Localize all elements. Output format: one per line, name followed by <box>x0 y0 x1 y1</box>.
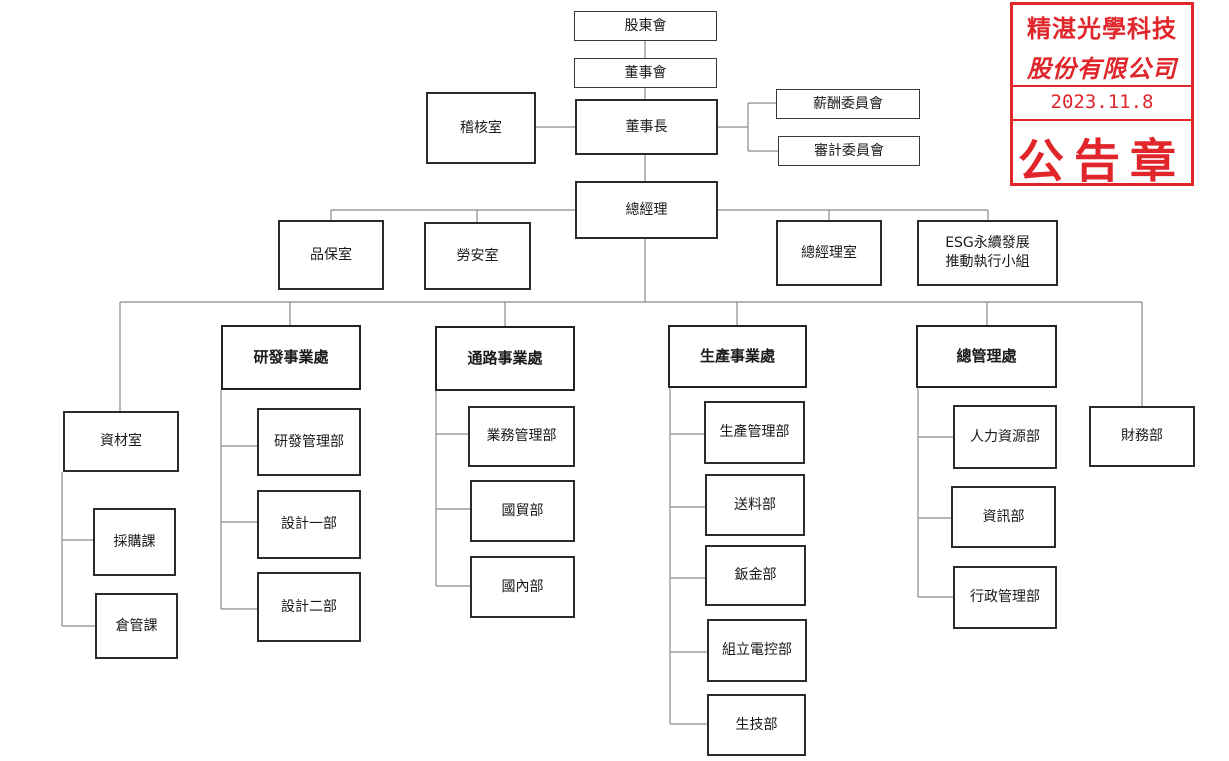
seal-divider <box>1013 119 1191 121</box>
general-administration-division-box: 總管理處 <box>916 325 1057 388</box>
rd-management-dept-box: 研發管理部 <box>257 408 361 476</box>
administration-management-dept-box: 行政管理部 <box>953 566 1057 629</box>
audit-office-box: 稽核室 <box>426 92 536 164</box>
information-dept-box: 資訊部 <box>951 486 1056 548</box>
domestic-dept-box: 國內部 <box>470 556 575 618</box>
seal-company-line-1: 精湛光學科技 <box>1027 14 1177 43</box>
channel-division-box: 通路事業處 <box>435 326 575 391</box>
rd-division-box: 研發事業處 <box>221 325 361 390</box>
production-management-dept-box: 生產管理部 <box>704 401 805 464</box>
quality-assurance-office-box: 品保室 <box>278 220 384 290</box>
international-trade-dept-box: 國貿部 <box>470 480 575 542</box>
purchasing-section-box: 採購課 <box>93 508 176 576</box>
human-resources-dept-box: 人力資源部 <box>953 405 1057 469</box>
safety-office-box: 勞安室 <box>424 222 531 290</box>
board-of-directors-box: 董事會 <box>574 58 717 88</box>
sheet-metal-dept-box: 鈑金部 <box>705 545 806 606</box>
remuneration-committee-box: 薪酬委員會 <box>776 89 920 119</box>
chairman-box: 董事長 <box>575 99 718 155</box>
warehouse-section-box: 倉管課 <box>95 593 178 659</box>
esg-group-box: ESG永續發展 推動執行小組 <box>917 220 1058 286</box>
assembly-electric-control-dept-box: 組立電控部 <box>707 619 807 682</box>
business-management-dept-box: 業務管理部 <box>468 406 575 467</box>
production-technology-dept-box: 生技部 <box>707 694 806 756</box>
material-feeding-dept-box: 送料部 <box>705 474 805 536</box>
design-dept-2-box: 設計二部 <box>257 572 361 642</box>
finance-dept-box: 財務部 <box>1089 406 1195 467</box>
audit-committee-box: 審計委員會 <box>778 136 920 166</box>
general-manager-box: 總經理 <box>575 181 718 239</box>
materials-office-box: 資材室 <box>63 411 179 472</box>
gm-office-box: 總經理室 <box>776 220 882 286</box>
seal-company-line-2: 股份有限公司 <box>1027 54 1177 83</box>
seal-announcement-text: 公告章 <box>1018 134 1186 188</box>
design-dept-1-box: 設計一部 <box>257 490 361 559</box>
seal-divider <box>1013 85 1191 87</box>
company-seal-stamp: 精湛光學科技 股份有限公司 2023.11.8 公告章 <box>1010 2 1194 188</box>
seal-date: 2023.11.8 <box>1050 91 1154 113</box>
shareholders-meeting-box: 股東會 <box>574 11 717 41</box>
production-division-box: 生產事業處 <box>668 325 807 388</box>
